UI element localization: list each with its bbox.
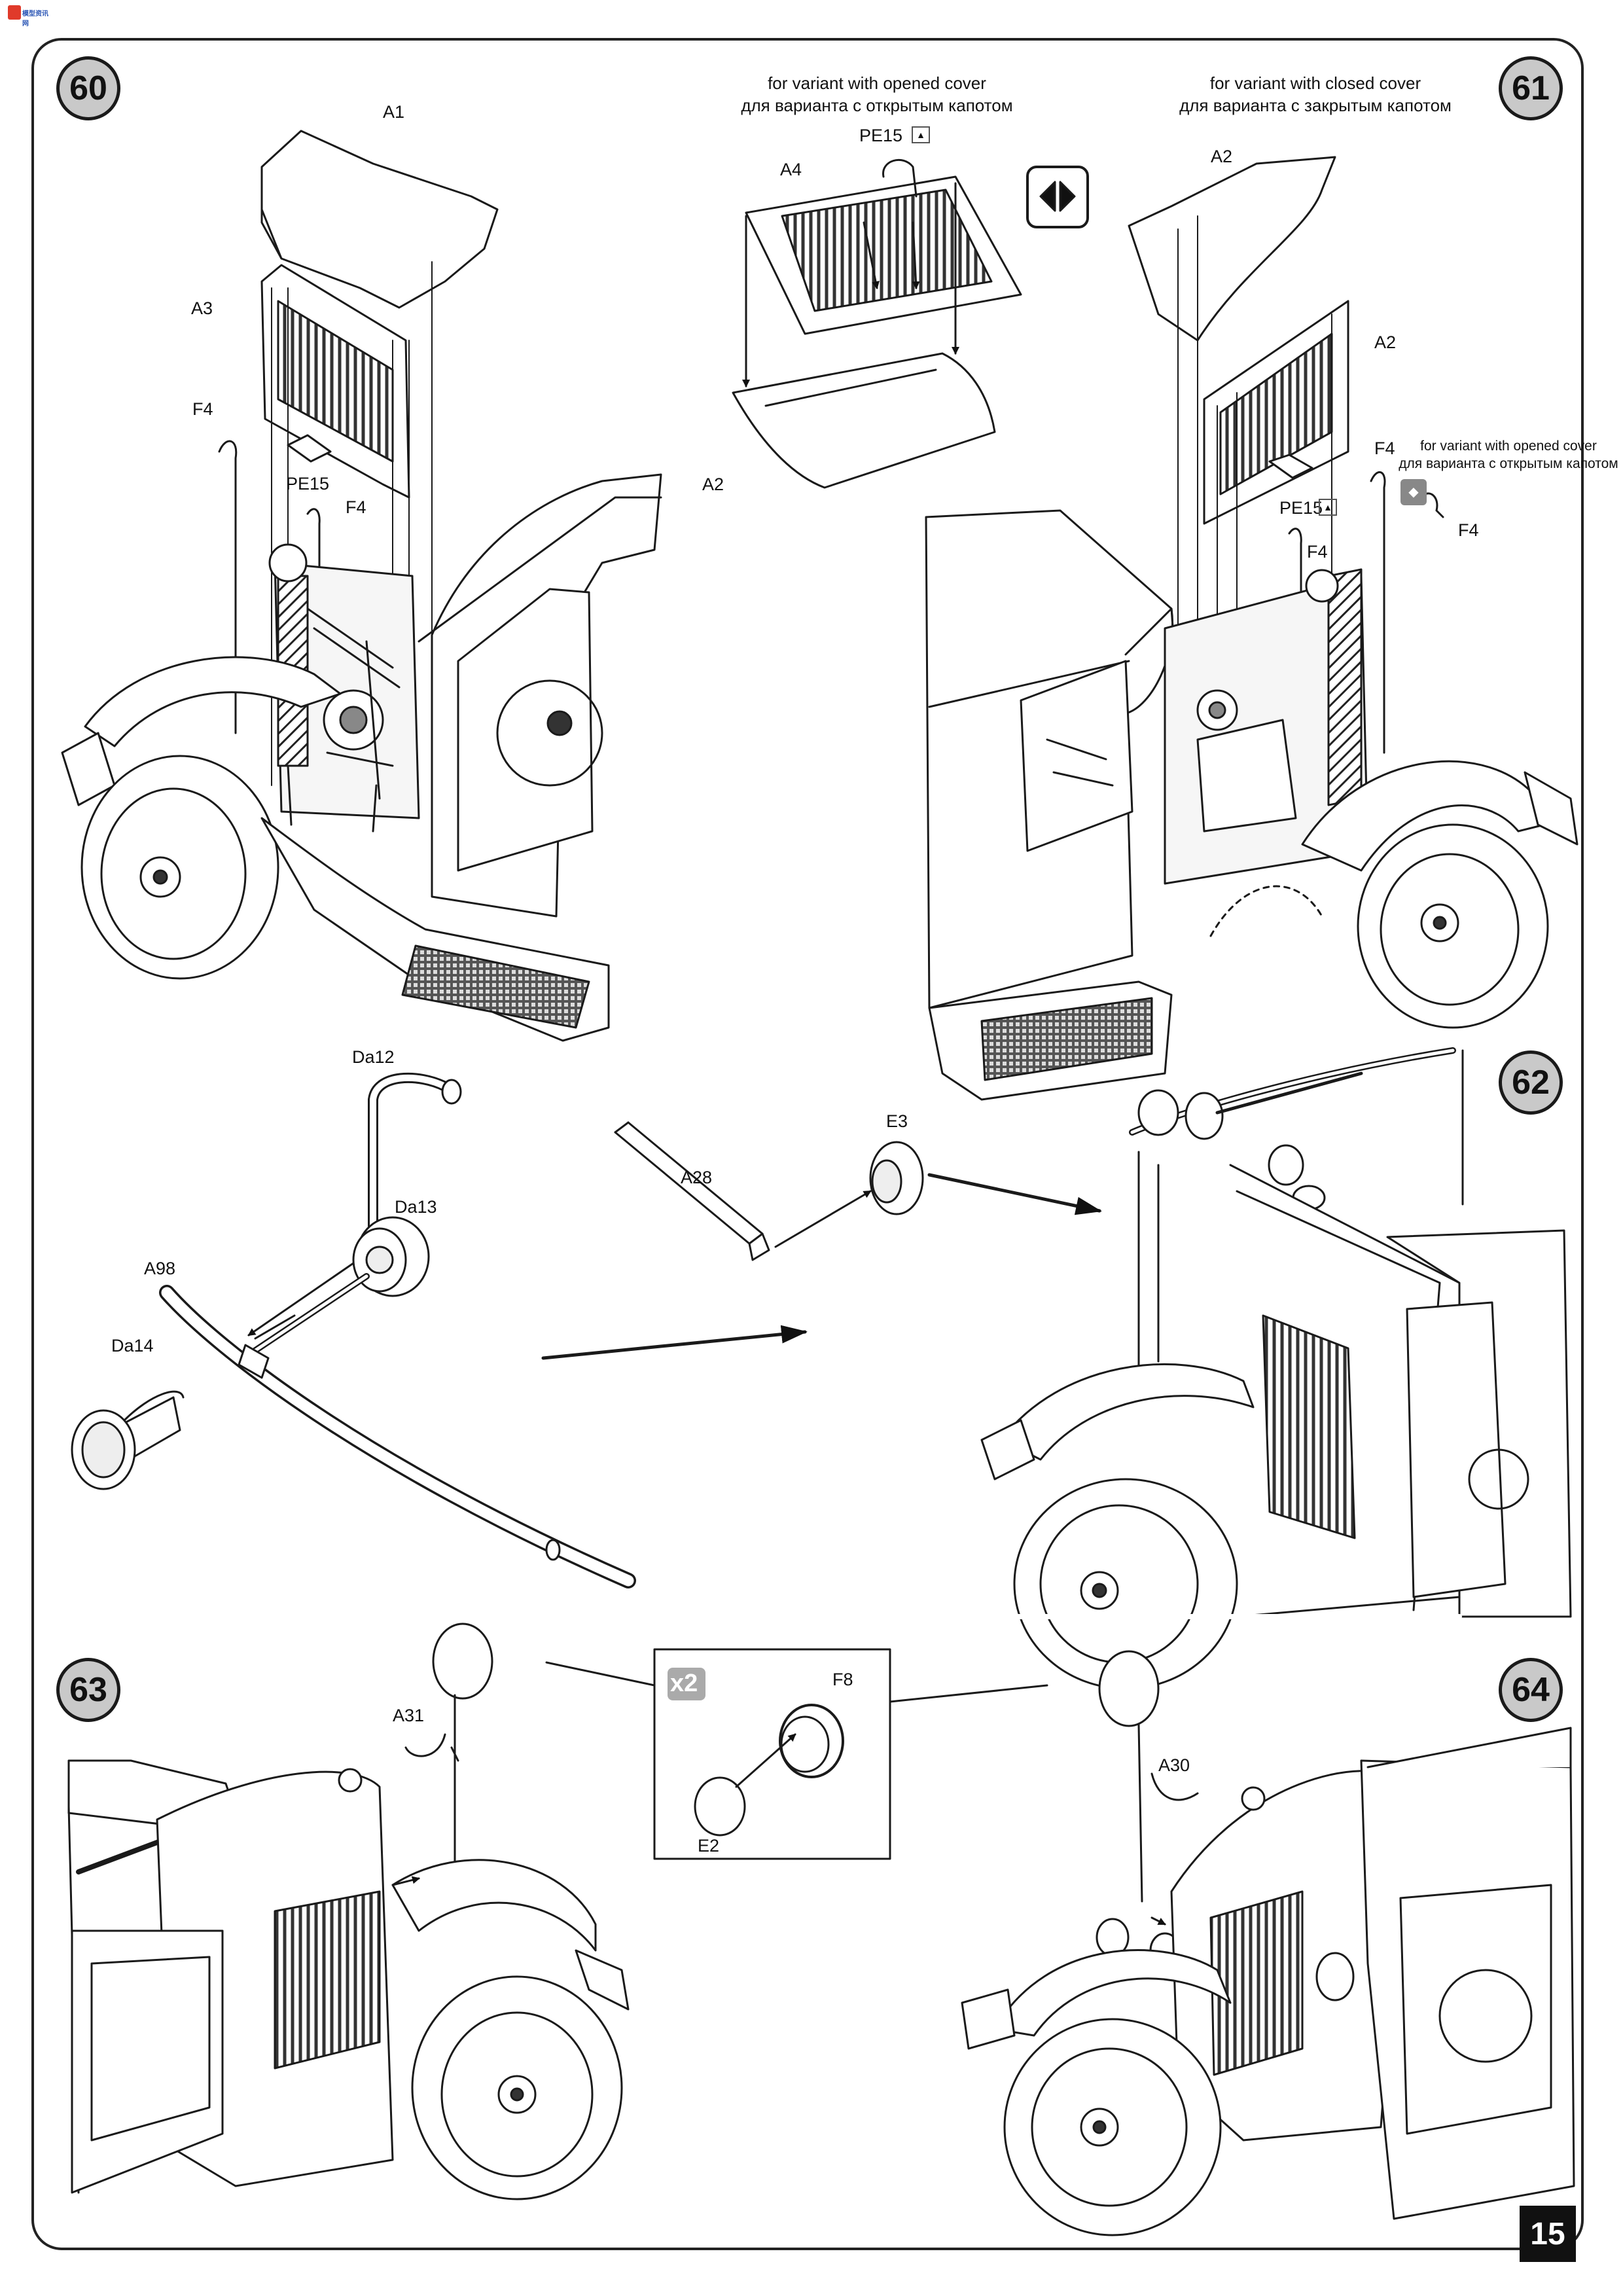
step-62-drawing (72, 1050, 1571, 1689)
quantity-multiplier: x2 (670, 1670, 698, 1697)
part-label-da13: Da13 (395, 1197, 437, 1217)
step-number-62: 62 (1499, 1050, 1563, 1115)
part-label-f4: F4 (192, 399, 213, 419)
alternative-option-icon: ◆ (1400, 479, 1427, 505)
page-number: 15 (1520, 2206, 1576, 2262)
part-label-f8: F8 (832, 1670, 853, 1689)
part-label-f4: F4 (1458, 520, 1479, 540)
part-label-a31: A31 (393, 1706, 425, 1725)
step-60-drawing (62, 131, 661, 1041)
part-label-pe15: PE15 (1279, 498, 1323, 518)
logo-mark-icon (8, 5, 21, 20)
part-label-f4: F4 (1307, 542, 1328, 562)
step-61-drawing (733, 157, 1577, 1100)
photo-etch-icon: ▲ (912, 126, 930, 143)
logo-text: 模型资讯网 (22, 10, 48, 27)
photo-etch-icon: ▲ (1319, 499, 1337, 516)
part-label-a28: A28 (681, 1168, 713, 1187)
part-label-a2: A2 (702, 475, 724, 494)
step-63-64-drawing (69, 1624, 1574, 2235)
note-closed-cover-en: for variant with closed cover (1209, 73, 1421, 93)
note-opened-cover-ru: для варианта с открытым капотом (741, 96, 1013, 115)
part-label-a30: A30 (1158, 1755, 1190, 1775)
part-label-a4: A4 (780, 160, 802, 179)
part-label-a98: A98 (144, 1259, 176, 1278)
part-label-da14: Da14 (111, 1336, 154, 1355)
part-label-f4: F4 (346, 497, 366, 517)
part-label-f4: F4 (1374, 439, 1395, 458)
note-opened-cover-small-en: for variant with opened cover (1420, 439, 1597, 454)
part-label-pe15: PE15 (286, 474, 330, 493)
part-label-da12: Da12 (352, 1047, 395, 1067)
note-closed-cover: for variant with closed cover для вариан… (1171, 72, 1459, 117)
part-label-pe15: PE15 (859, 126, 903, 145)
step-number-64: 64 (1499, 1658, 1563, 1722)
step-number-61: 61 (1499, 56, 1563, 120)
site-logo: 模型资讯网 (5, 4, 52, 27)
page-frame (31, 38, 1584, 2250)
step-number-60: 60 (56, 56, 120, 120)
part-label-e2: E2 (698, 1836, 720, 1856)
note-closed-cover-ru: для варианта с закрытым капотом (1179, 96, 1452, 115)
note-opened-cover: for variant with opened cover для вариан… (733, 72, 1021, 117)
part-label-a2: A2 (1211, 147, 1233, 166)
step-number-63: 63 (56, 1658, 120, 1722)
part-label-e3: E3 (886, 1111, 908, 1131)
part-label-a3: A3 (191, 298, 213, 318)
part-label-a2: A2 (1374, 332, 1397, 352)
note-opened-cover-en: for variant with opened cover (768, 73, 986, 93)
part-label-a1: A1 (383, 102, 405, 122)
note-opened-cover-small-ru: для варианта с открытым капотом (1399, 456, 1618, 471)
note-opened-cover-small: for variant with opened cover для вариан… (1397, 437, 1620, 473)
